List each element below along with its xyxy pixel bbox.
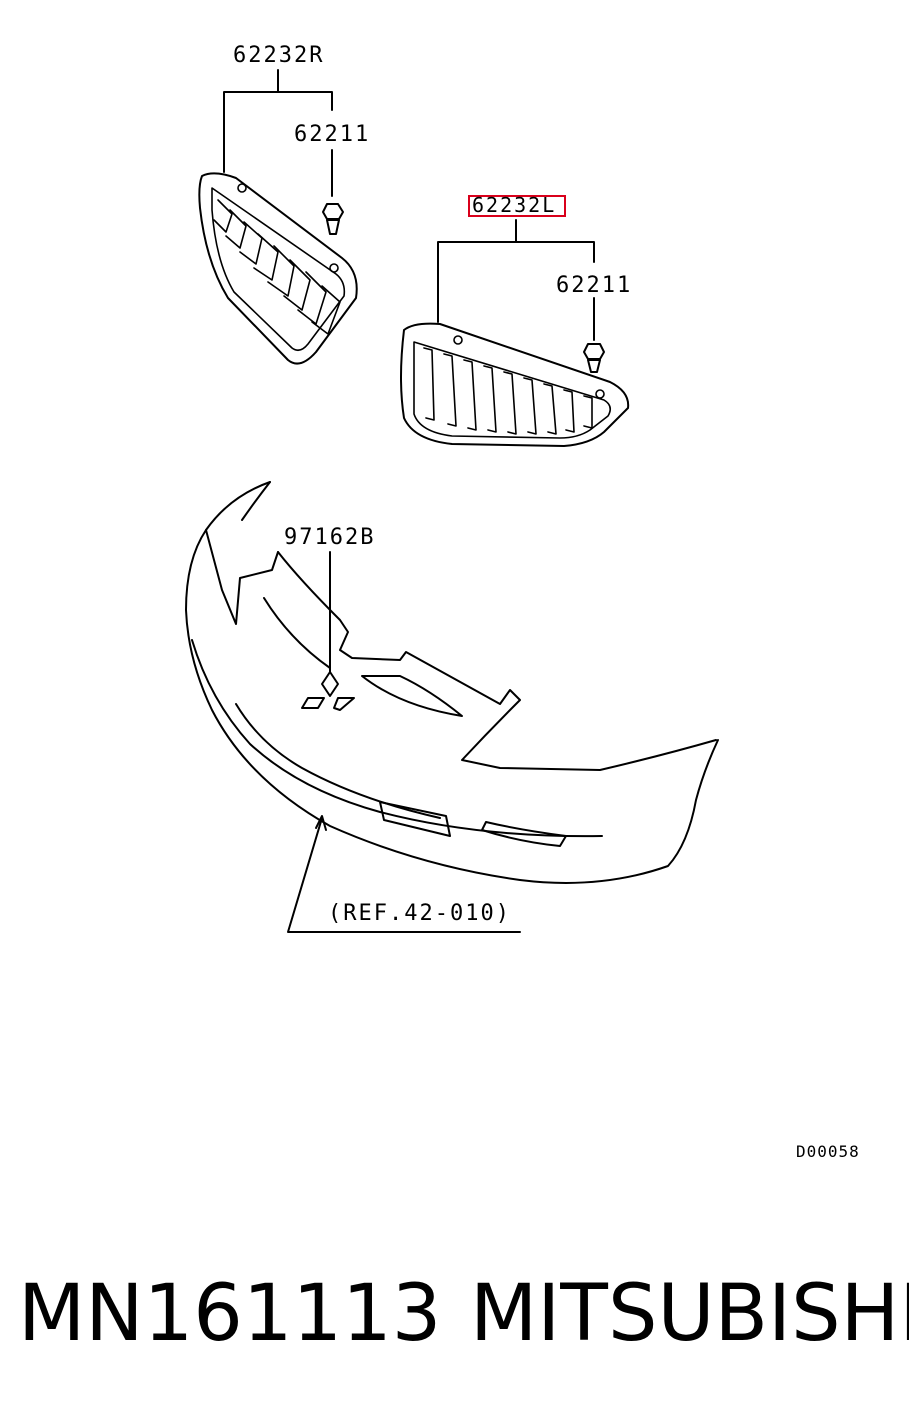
callout-clip-left: 62211 [556,273,632,298]
grille-left-illustration [400,219,630,447]
callout-emblem: 97162B [284,525,375,550]
front-bumper-illustration [185,481,719,933]
part-number: MN161113 [18,1269,441,1359]
callout-clip-right: 62211 [294,122,370,147]
diagram-code: D00058 [796,1142,860,1161]
grille-right-illustration [198,69,358,365]
callout-grille-right: 62232R [233,43,324,68]
highlight-box [468,195,566,217]
callout-reference: (REF.42-010) [328,901,511,926]
brand-name: MITSUBISHI [470,1269,909,1359]
callout-grille-left: 62232L [472,193,556,217]
